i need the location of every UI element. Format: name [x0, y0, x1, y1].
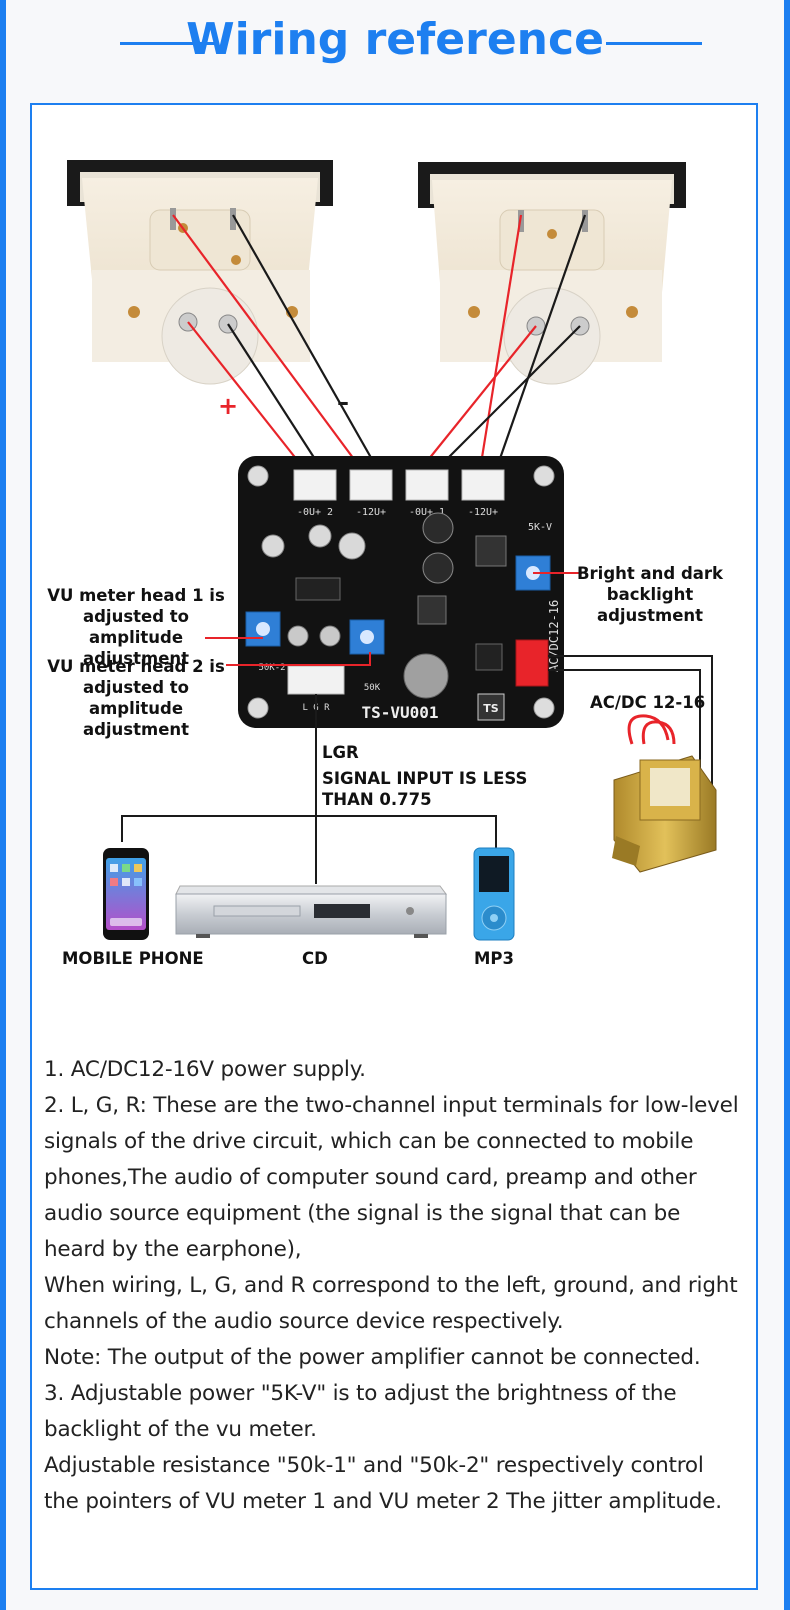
- power-label: AC/DC 12-16: [590, 693, 706, 712]
- input-wires: [121, 694, 497, 884]
- vu-meter-2: [418, 162, 686, 385]
- note-6: Adjustable resistance "50k-1" and "50k-2…: [44, 1453, 722, 1514]
- plus-sign: +: [218, 392, 238, 420]
- connector-label-3: -0U+ 1: [409, 507, 445, 518]
- note-5: 3. Adjustable power "5K-V" is to adjust …: [44, 1381, 677, 1442]
- mp3-label: MP3: [474, 949, 514, 968]
- board-logo: TS: [483, 702, 499, 715]
- meter-2-adjust-label: VU meter head 2 is adjusted to amplitude…: [47, 657, 225, 739]
- backlight-adjust-label: Bright and dark backlight adjustment: [576, 564, 724, 625]
- wiring-notes: 1. AC/DC12-16V power supply. 2. L, G, R:…: [44, 1052, 744, 1520]
- pot-50k-2-silk: 50K-2: [258, 663, 285, 673]
- cd-player-image: [175, 885, 447, 938]
- header: Wiring reference: [0, 0, 790, 90]
- connector-label-4: -12U+: [468, 507, 498, 518]
- board-model: TS-VU001: [361, 703, 438, 722]
- mp3-player-image: [473, 847, 515, 941]
- lgr-label: LGR: [322, 743, 359, 762]
- mobile-phone-label: MOBILE PHONE: [62, 949, 204, 968]
- minus-sign: –: [337, 388, 349, 416]
- callout-lines: [205, 572, 582, 666]
- meter-1-wires: [172, 214, 379, 471]
- signal-input-label: SIGNAL INPUT IS LESS THAN 0.775: [322, 769, 528, 809]
- cd-label: CD: [302, 949, 328, 968]
- connector-label-2: -12U+: [356, 507, 386, 518]
- meter-1-adjust-label: VU meter head 1 is adjusted to amplitude…: [47, 586, 225, 668]
- note-2: 2. L, G, R: These are the two-channel in…: [44, 1093, 739, 1262]
- title-rule-left: [120, 42, 216, 45]
- title-rule-right: [606, 42, 702, 45]
- mobile-phone-image: [103, 848, 149, 940]
- page-title: Wiring reference: [186, 14, 604, 65]
- transformer: [612, 714, 717, 873]
- pot-50k-silk: 50K: [364, 683, 381, 693]
- left-accent-bar: [0, 0, 6, 1610]
- note-3: When wiring, L, G, and R correspond to t…: [44, 1273, 738, 1334]
- right-accent-bar: [784, 0, 790, 1610]
- wiring-diagram: + – -0U+ 2 -12U+ -0U+ 1 -12U+ 5K-V: [67, 160, 717, 941]
- note-1: 1. AC/DC12-16V power supply.: [44, 1057, 366, 1082]
- power-wires: [548, 655, 713, 790]
- meter-2-wires: [419, 214, 587, 471]
- trim-5k-v-silk: 5K-V: [528, 522, 552, 533]
- driver-board: -0U+ 2 -12U+ -0U+ 1 -12U+ 5K-V L G R 50K…: [238, 456, 564, 728]
- connector-label-1: -0U+ 2: [297, 507, 333, 518]
- acdc-silk: AC/DC12-16: [547, 600, 561, 672]
- note-4: Note: The output of the power amplifier …: [44, 1345, 701, 1370]
- vu-meter-1: [67, 160, 333, 385]
